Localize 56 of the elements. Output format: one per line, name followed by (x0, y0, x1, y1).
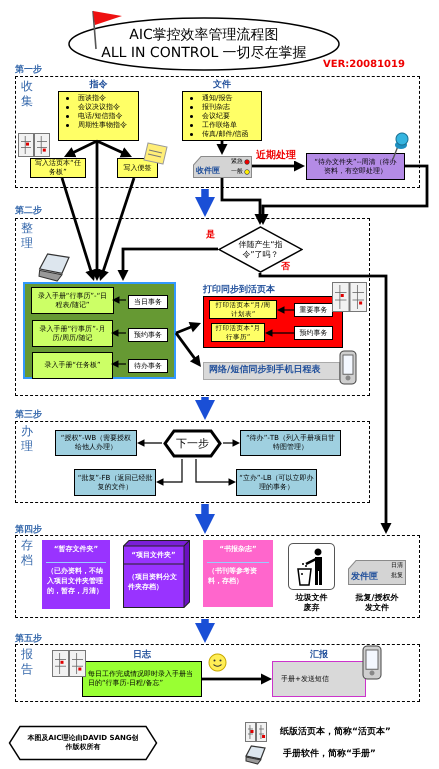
legend-text: 纸版活页本，简称“活页本” (280, 727, 391, 738)
arrow (174, 332, 201, 367)
arrow (98, 178, 136, 281)
step-heading: 第二步 (15, 205, 42, 218)
folder-card (42, 540, 110, 609)
title-line: AIC掌控效率管理流程图 (128, 27, 280, 44)
box-heading: 文件 (212, 80, 232, 91)
arrow (137, 439, 162, 447)
box-heading: 打印同步到活页本 (203, 284, 276, 296)
box-heading: 日志 (132, 649, 152, 661)
step-heading: 第四步 (15, 526, 42, 535)
arrow (195, 189, 215, 217)
arrow (202, 673, 272, 685)
arrow (195, 459, 236, 486)
arrow (265, 329, 294, 337)
arrow (258, 272, 392, 534)
edge-label: 否 (281, 262, 290, 272)
trash-icon (288, 543, 335, 590)
legend-text: 手册软件，简称“手册” (283, 749, 376, 760)
arrow (117, 248, 218, 281)
box-heading: 指令 (88, 80, 108, 91)
arrow (195, 397, 215, 420)
folder-card (203, 540, 273, 607)
step-name: 报告 (21, 647, 34, 677)
arrow (111, 329, 126, 337)
step-heading: 第一步 (15, 64, 42, 76)
arrow (195, 504, 215, 534)
box-heading: 汇报 (309, 649, 329, 661)
step-name: 存档 (21, 538, 34, 568)
arrow (252, 160, 305, 172)
arrow (223, 439, 240, 447)
arrow (60, 178, 96, 281)
edge-label: 是 (206, 230, 215, 240)
arrow (64, 140, 98, 158)
icon-caption: 垃圾文件废弃 (294, 593, 328, 613)
step-name: 整理 (21, 221, 34, 251)
arrow (195, 619, 215, 643)
arrow (156, 459, 183, 486)
step-heading: 第五步 (15, 634, 42, 644)
step-name: 收集 (21, 79, 34, 109)
panel (23, 282, 176, 379)
arrow (277, 306, 294, 314)
edge-label: 近期处理 (256, 150, 296, 161)
step-name: 办理 (21, 424, 34, 454)
arrow (112, 296, 126, 304)
arrow (175, 322, 202, 334)
icon-caption: 批复/授权外发文件 (355, 593, 399, 613)
folder-card (123, 540, 190, 608)
arrow (216, 141, 228, 155)
step-heading: 第三步 (15, 409, 42, 421)
step-hexagon: 下一步 (162, 428, 223, 459)
arrow (96, 140, 132, 158)
process-box: 网络/短信同步到手机日程表 (203, 362, 340, 380)
version-label: VER:20081019 (323, 59, 405, 70)
arrow (111, 360, 126, 368)
title-line: ALL IN CONTROL 一切尽在掌握 (100, 45, 308, 62)
